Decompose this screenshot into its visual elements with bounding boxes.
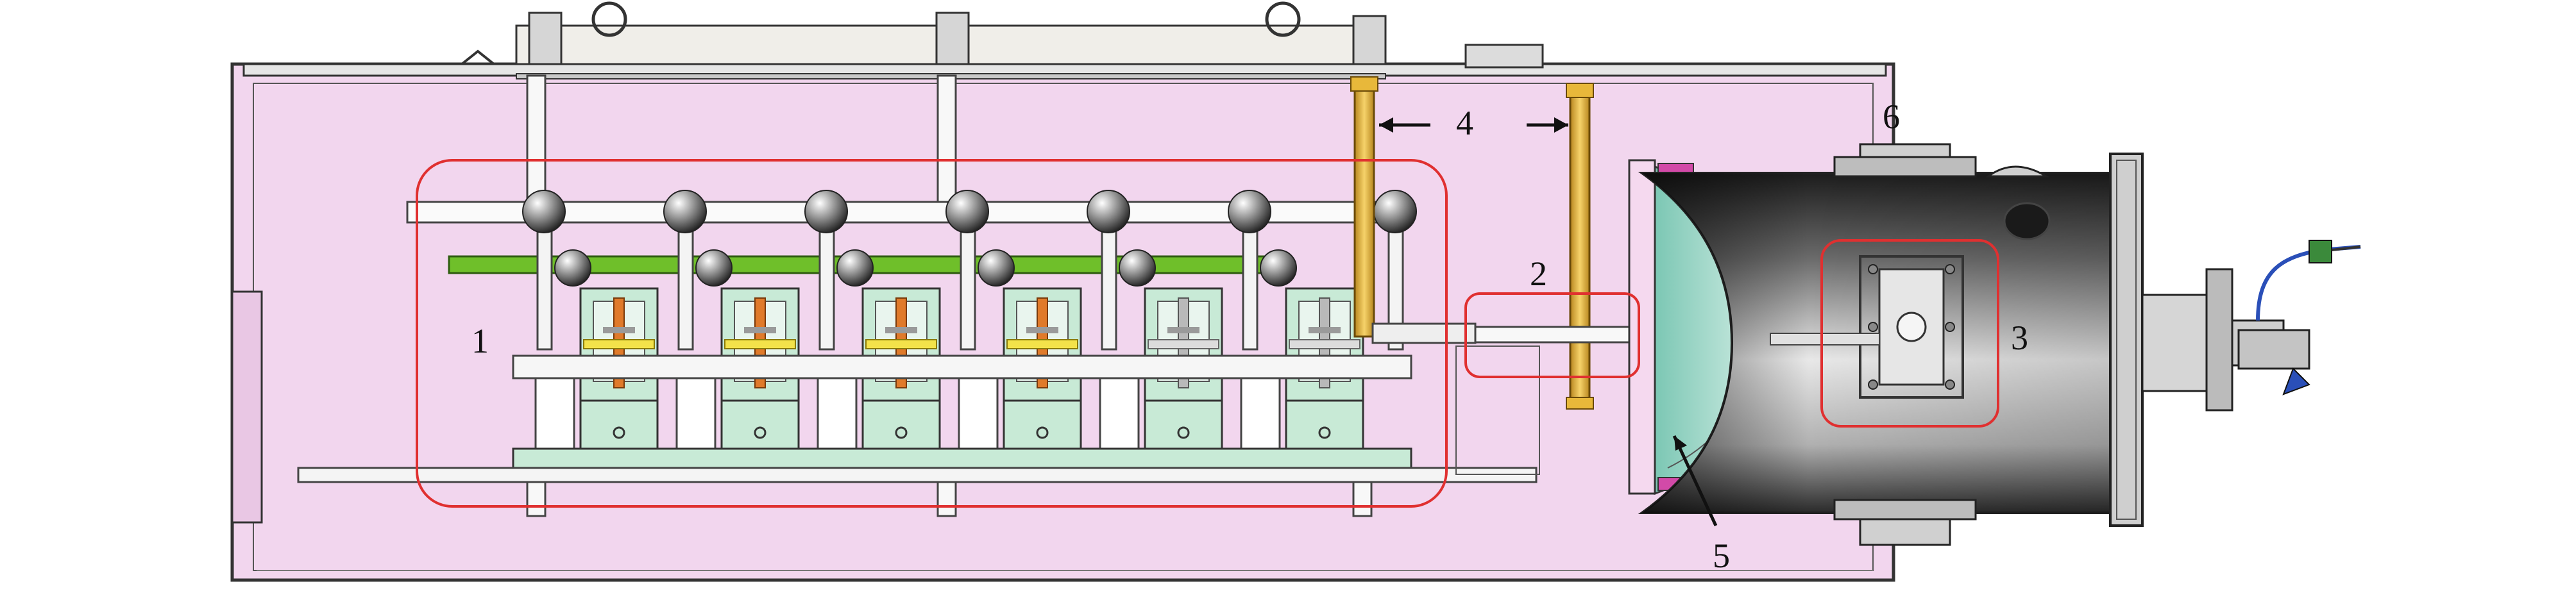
- switch-module-3: [861, 287, 941, 402]
- switch-module-1: [579, 287, 659, 402]
- grading-sphere: [663, 190, 707, 233]
- grading-sphere: [1228, 190, 1271, 233]
- main-tank: [230, 62, 1895, 582]
- callout-labels: 1 2 3 4 5 6: [471, 97, 2028, 575]
- callout-1: 1: [471, 322, 489, 360]
- callout-2: 2: [1530, 254, 1547, 293]
- grading-spheres-upper: [522, 190, 1417, 233]
- highlight-box-region-2: [1464, 292, 1640, 378]
- grading-sphere: [945, 190, 989, 233]
- grading-spheres-lower: [554, 249, 1297, 287]
- switch-module-2: [720, 287, 800, 402]
- leader-arrows: [1379, 117, 1718, 527]
- grading-posts: [536, 220, 1404, 351]
- highlight-box-region-1: [416, 159, 1448, 508]
- callout-5: 5: [1713, 537, 1730, 575]
- callout-4: 4: [1456, 104, 1473, 142]
- callout-3: 3: [2011, 319, 2028, 357]
- top-lid-hardware: [242, 1, 1887, 79]
- switch-module-4: [1003, 287, 1082, 402]
- callout-6: 6: [1883, 97, 1900, 136]
- grading-sphere: [522, 190, 566, 233]
- grading-sphere: [1087, 190, 1130, 233]
- grading-sphere: [804, 190, 848, 233]
- highlight-box-region-3: [1820, 239, 1999, 428]
- end-port-assembly: [2141, 240, 2361, 412]
- top-grading-bar: [406, 201, 1387, 224]
- switch-module-5: [1144, 287, 1223, 402]
- yellow-insulator-rods: [1350, 76, 1594, 410]
- highlight-boxes: [416, 159, 1999, 508]
- grading-sphere: [1373, 190, 1417, 233]
- module-base: [297, 345, 1540, 483]
- switch-module-6: [1285, 287, 1364, 402]
